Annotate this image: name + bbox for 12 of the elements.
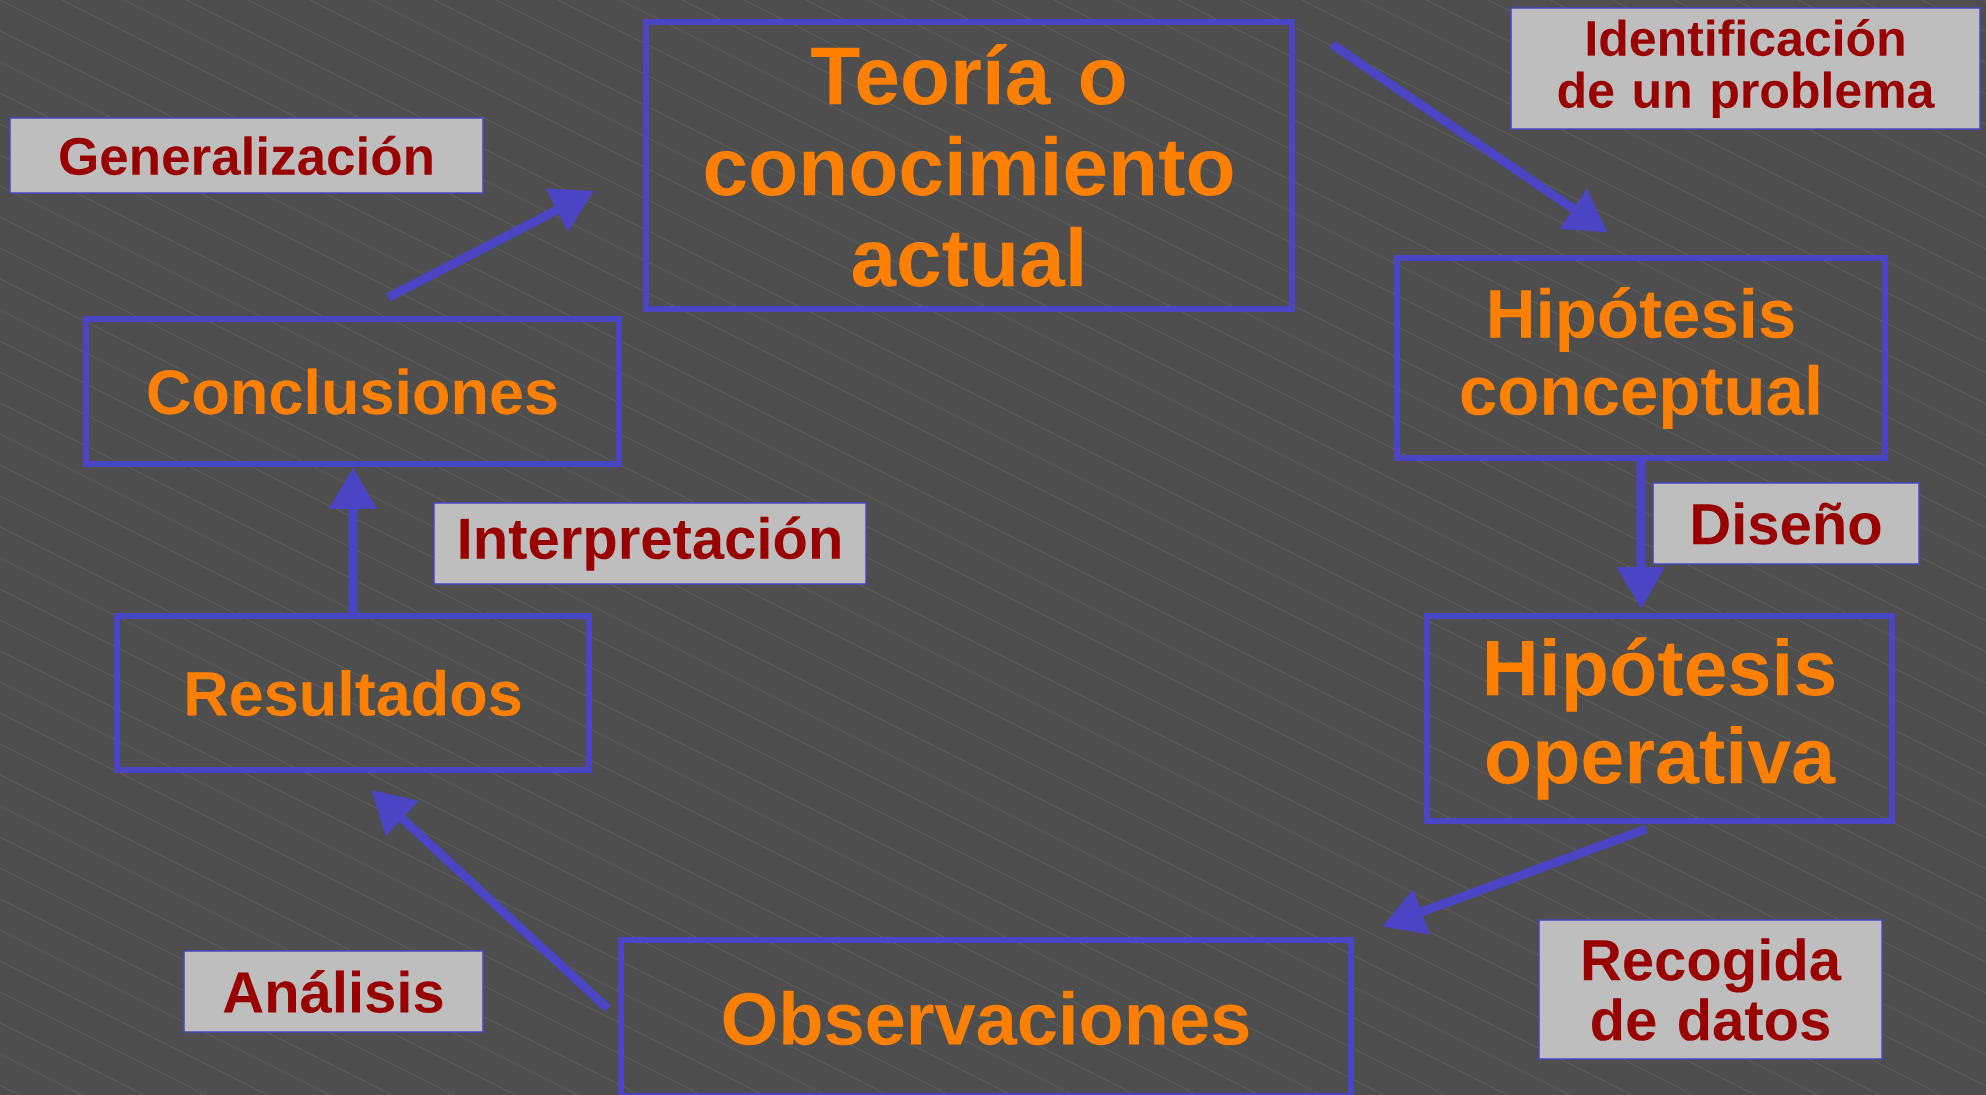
process-box: Observaciones <box>618 937 1354 1095</box>
process-box: Resultados <box>114 613 592 773</box>
process-box: Hipótesis operativa <box>1424 613 1896 824</box>
process-box: Teoría o conocimiento actual <box>643 19 1295 312</box>
process-box: Conclusiones <box>83 316 622 467</box>
edge-label: Diseño <box>1652 482 1920 565</box>
edge-label: Análisis <box>183 950 484 1033</box>
edge-label: Identificación de un problema <box>1510 7 1981 130</box>
edge-label: Generalización <box>9 117 484 194</box>
edge-label: Recogida de datos <box>1538 919 1883 1060</box>
process-box: Hipótesis conceptual <box>1394 255 1888 461</box>
edge-label: Interpretación <box>433 502 867 585</box>
